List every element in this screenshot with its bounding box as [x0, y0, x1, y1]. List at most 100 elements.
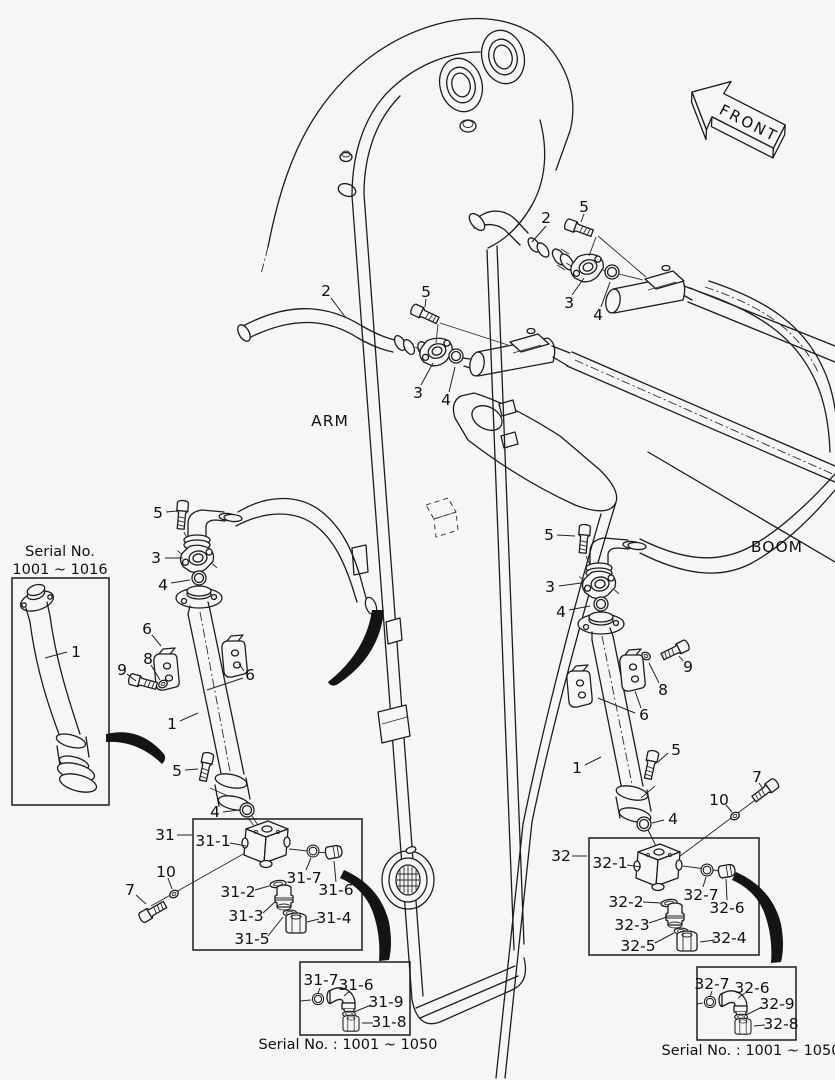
washer-8-right	[641, 651, 651, 661]
callout-leader-line	[150, 664, 161, 681]
part-callout-9: 9	[117, 661, 127, 679]
part-callout-32-9: 32-9	[759, 995, 794, 1013]
callout-leader-line	[725, 804, 733, 813]
part-callout-32-6: 32-6	[734, 979, 769, 997]
part-callout-31-1: 31-1	[195, 832, 230, 850]
callout-leader-line	[725, 878, 728, 901]
part-callout-32-5: 32-5	[620, 937, 655, 955]
callout-leader-line	[699, 939, 716, 943]
serial-range-box	[11, 577, 110, 806]
callout-leader-line	[648, 916, 668, 924]
callout-leader-line	[657, 752, 669, 763]
part-callout-5: 5	[544, 526, 554, 544]
arm-label: ARM	[311, 412, 349, 430]
callout-leader-line	[702, 876, 707, 888]
boom-label: BOOM	[751, 538, 803, 556]
callout-leader-line	[229, 842, 247, 847]
callout-leader-line	[222, 809, 240, 813]
callout-leader-line	[305, 857, 312, 871]
arm-linework	[351, 193, 527, 1025]
reference-swooshes	[106, 610, 783, 963]
part-callout-32-7: 32-7	[683, 886, 718, 904]
part-callout-31-2: 31-2	[220, 883, 255, 901]
part-callout-4: 4	[593, 306, 603, 324]
callout-leader-line	[626, 864, 642, 868]
part-callout-31-7: 31-7	[286, 869, 321, 887]
part-callout-1: 1	[167, 715, 177, 733]
swoosh-mid	[328, 610, 384, 686]
detail-box-31-fittings	[299, 961, 411, 1036]
callout-leader-line	[531, 225, 547, 243]
part-callout-4: 4	[441, 391, 451, 409]
part-callout-31-6: 31-6	[338, 976, 373, 994]
callout-leader-line	[568, 605, 591, 611]
part-callout-7: 7	[125, 881, 135, 899]
part-callout-3: 3	[545, 578, 555, 596]
callout-leader-line	[753, 1024, 766, 1027]
part-callout-31-8: 31-8	[371, 1013, 406, 1031]
callout-leader-line	[262, 900, 277, 914]
part-callout-9: 9	[683, 658, 693, 676]
callout-leader-line	[580, 213, 585, 223]
part-callout-1: 1	[572, 759, 582, 777]
callout-leader-line	[648, 662, 660, 684]
part-callout-4: 4	[668, 810, 678, 828]
callout-leader-line	[254, 885, 270, 891]
swoosh-31	[340, 870, 391, 961]
part-callout-32-1: 32-1	[592, 854, 627, 872]
callout-leader-line	[571, 277, 585, 296]
swoosh-32	[732, 872, 783, 963]
part-callout-32-8: 32-8	[763, 1015, 798, 1033]
callout-leader-line	[317, 987, 321, 994]
part-callout-32-2: 32-2	[608, 893, 643, 911]
callout-leader-line	[584, 756, 602, 766]
callout-leader-line	[170, 579, 191, 584]
callout-leader-line	[642, 901, 662, 904]
detail-caption-left: Serial No. : 1001 ~ 1050	[259, 1037, 438, 1053]
callout-leader-line	[597, 697, 636, 714]
serial-box-title: Serial No.	[25, 544, 95, 560]
callout-leader-line	[126, 673, 137, 682]
callout-leader-line	[333, 860, 337, 883]
serial-box-range: 1001 ~ 1016	[12, 562, 107, 578]
callout-leader-line	[737, 992, 746, 999]
callout-leader-line	[424, 298, 427, 308]
callout-leader-line	[634, 690, 642, 709]
part-callout-31-5: 31-5	[234, 930, 269, 948]
hose-assembly-top	[468, 210, 647, 288]
part-callout-3: 3	[564, 294, 574, 312]
part-callout-2: 2	[321, 282, 331, 300]
part-callout-8: 8	[658, 681, 668, 699]
part-callout-1: 1	[71, 643, 81, 661]
part-callout-8: 8	[143, 650, 153, 668]
part-callout-31: 31	[155, 826, 175, 844]
callout-leader-line	[654, 932, 675, 944]
part-callout-10: 10	[709, 791, 729, 809]
callout-leader-line	[678, 655, 684, 662]
part-callout-4: 4	[210, 803, 220, 821]
part-callout-32-3: 32-3	[614, 916, 649, 934]
part-callout-31-4: 31-4	[316, 909, 351, 927]
part-callout-3: 3	[413, 384, 423, 402]
part-callout-32-4: 32-4	[711, 929, 746, 947]
part-callout-5: 5	[153, 504, 163, 522]
callout-leader-line	[151, 634, 162, 647]
callout-leader-line	[343, 990, 351, 997]
part-callout-4: 4	[158, 576, 168, 594]
part-callout-2: 2	[541, 209, 551, 227]
part-callout-10: 10	[156, 863, 176, 881]
front-direction-arrow: FRONT	[690, 80, 786, 159]
part-callout-7: 7	[752, 768, 762, 786]
callout-leader-line	[206, 677, 244, 691]
elbow-hose-boom	[639, 473, 835, 574]
part-callout-31-9: 31-9	[368, 993, 403, 1011]
callout-leader-line	[238, 663, 245, 672]
callout-leader-line	[651, 819, 665, 824]
callout-leader-line	[758, 782, 764, 790]
part-callout-32-7: 32-7	[694, 975, 729, 993]
detail-box-32-fittings	[696, 966, 797, 1041]
callout-leader-line	[184, 768, 199, 771]
part-callout-5: 5	[172, 762, 182, 780]
part-callout-3: 3	[151, 549, 161, 567]
